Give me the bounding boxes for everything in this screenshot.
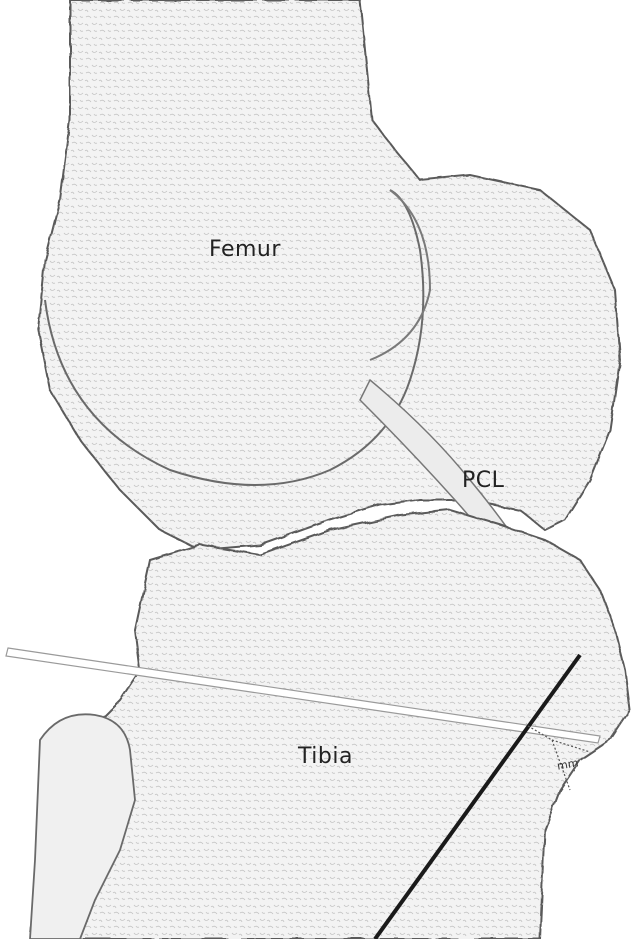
tibia-label: Tibia (298, 744, 353, 769)
femur-label: Femur (209, 237, 281, 262)
pcl-label: PCL (462, 468, 504, 493)
